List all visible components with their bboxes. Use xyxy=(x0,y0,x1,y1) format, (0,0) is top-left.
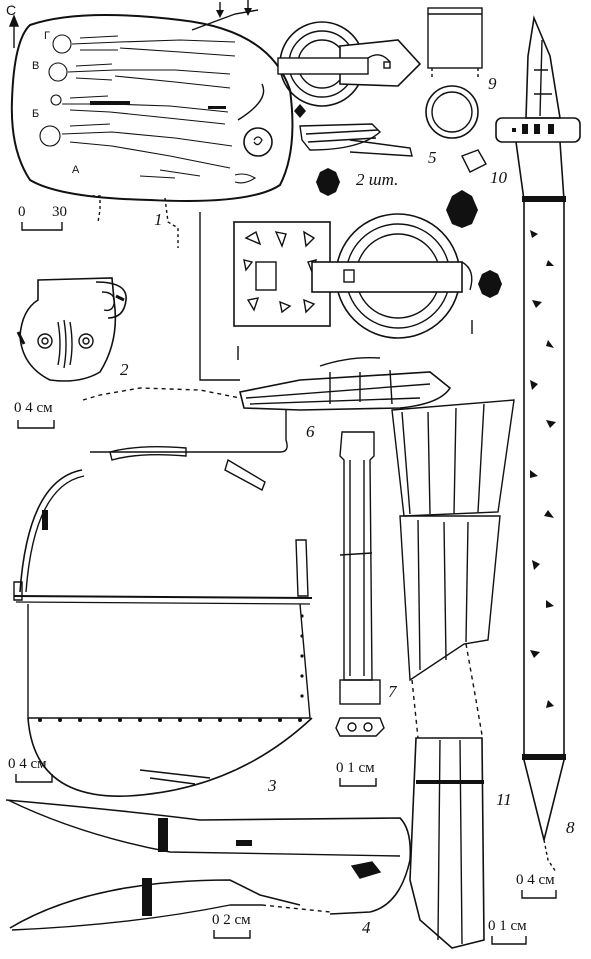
buckle-plate xyxy=(233,213,473,411)
grave-plan xyxy=(10,0,294,202)
scale-1-left: 0 xyxy=(18,204,26,220)
cauldron xyxy=(13,445,313,797)
item-number-5: 5 xyxy=(428,148,437,167)
sheath xyxy=(391,399,515,949)
strap-end xyxy=(335,431,385,737)
item-number-10: 10 xyxy=(490,168,507,187)
ring-item xyxy=(425,7,487,173)
scale-3: 0 4 см xyxy=(8,756,47,772)
item-number-7: 7 xyxy=(388,682,397,701)
item-number-2: 2 xyxy=(120,360,129,379)
north-label: С xyxy=(6,2,17,18)
scale-8: 0 4 см xyxy=(516,872,555,888)
item-number-11: 11 xyxy=(496,790,512,809)
sword xyxy=(495,15,581,873)
grave-letter-g: Г xyxy=(44,30,50,42)
scale-7: 0 1 см xyxy=(336,760,375,776)
scale-4: 0 2 см xyxy=(212,912,251,928)
grave-letter-v: В xyxy=(32,60,40,72)
item-number-3: 3 xyxy=(268,776,277,795)
jug xyxy=(16,277,127,382)
item-number-4: 4 xyxy=(362,918,371,937)
count-note: 2 шт. xyxy=(356,170,399,189)
buckle-small xyxy=(277,21,422,157)
north-arrow-icon xyxy=(8,14,20,48)
grave-letter-a: А xyxy=(72,164,80,176)
item-number-1: 1 xyxy=(154,210,163,229)
item-number-8: 8 xyxy=(566,818,575,837)
item-number-9: 9 xyxy=(488,74,497,93)
scale-11: 0 1 см xyxy=(488,918,527,934)
scale-1-right: 30 xyxy=(52,204,67,220)
grave-letter-b: Б xyxy=(32,108,40,120)
knife xyxy=(5,799,412,931)
item-number-6: 6 xyxy=(306,422,315,441)
scale-2: 0 4 см xyxy=(14,400,53,416)
